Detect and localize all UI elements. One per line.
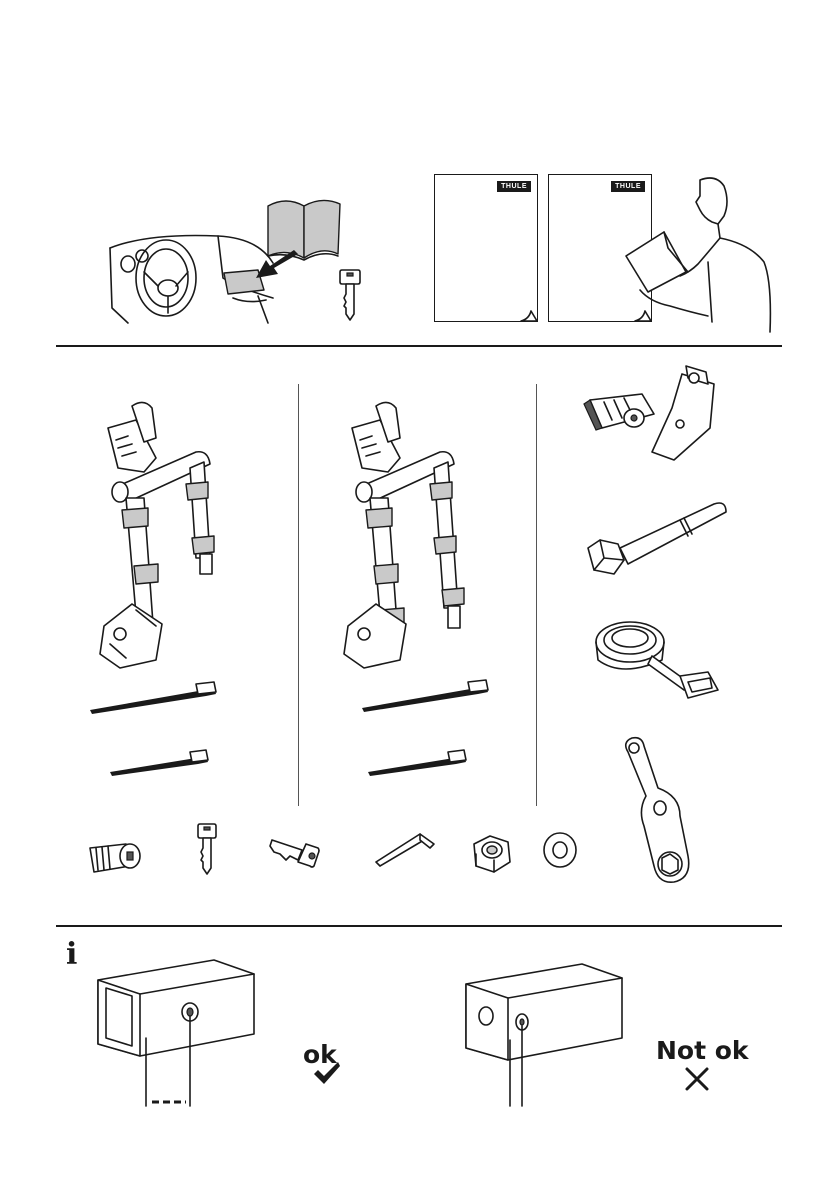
- document-card-icon: THULE: [434, 174, 538, 322]
- column-divider: [298, 384, 299, 806]
- adapter-bracket-icon: [582, 364, 726, 464]
- key-icon: [268, 836, 322, 870]
- car-dashboard-icon: [108, 228, 278, 328]
- bolt-icon: [584, 498, 728, 580]
- person-reading-icon: [620, 172, 776, 334]
- info-icon: i: [66, 940, 77, 970]
- cross-icon: [684, 1066, 710, 1092]
- bike-carrier-icon: [340, 398, 480, 670]
- strap-icon: [358, 678, 490, 714]
- hitch-tube-icon: [462, 960, 628, 1108]
- key-icon: [338, 268, 362, 322]
- arrow-icon: [254, 248, 300, 282]
- brand-logo: THULE: [497, 181, 531, 192]
- bike-carrier-icon: [96, 398, 226, 670]
- allen-key-icon: [372, 828, 438, 868]
- nut-icon: [468, 832, 514, 876]
- section-divider: [56, 345, 782, 347]
- strap-icon: [106, 748, 210, 778]
- wrench-plate-icon: [618, 736, 698, 886]
- tension-strap-icon: [592, 612, 724, 704]
- strap-icon: [364, 748, 468, 778]
- section-divider: [56, 925, 782, 927]
- column-divider: [536, 384, 537, 806]
- lock-cylinder-icon: [84, 836, 142, 876]
- checkmark-icon: [312, 1060, 342, 1086]
- key-icon: [196, 822, 218, 876]
- strap-icon: [86, 680, 218, 716]
- hitch-tube-icon: [94, 956, 260, 1108]
- washer-icon: [540, 830, 580, 870]
- not-ok-label: Not ok: [656, 1038, 749, 1063]
